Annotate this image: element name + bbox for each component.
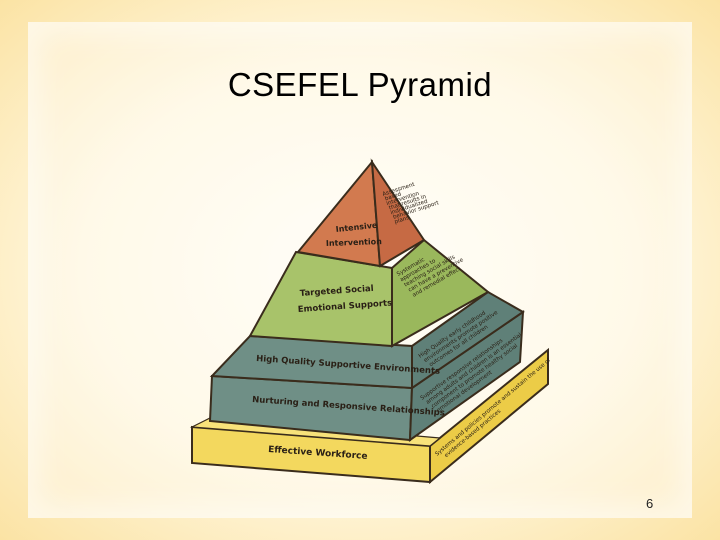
- tier-intensive-side-line: plans: [394, 215, 410, 225]
- tier-intensive-side-line: based: [384, 191, 402, 202]
- tier-intensive-side: [370, 158, 426, 268]
- slide-title: CSEFEL Pyramid: [227, 66, 493, 103]
- tier-environments: High Quality Supportive Environments Hig…: [209, 290, 525, 390]
- tier-targeted-side: [391, 238, 490, 348]
- tier-intensive-front: [296, 159, 382, 268]
- tier-workforce-side: [429, 347, 549, 485]
- tier-environments-side: [411, 290, 525, 390]
- tier-intensive: Intensive Intervention Assessment based …: [296, 158, 443, 268]
- tier-intensive-label-1: Intensive: [335, 221, 378, 234]
- page-number: 6: [646, 496, 654, 511]
- svg-text:Assessment based i: Assessment based intervention that resul…: [382, 176, 443, 226]
- tier-targeted: Targeted Social Emotional Supports Syste…: [248, 238, 490, 348]
- tier-intensive-label-2: Intervention: [326, 237, 383, 248]
